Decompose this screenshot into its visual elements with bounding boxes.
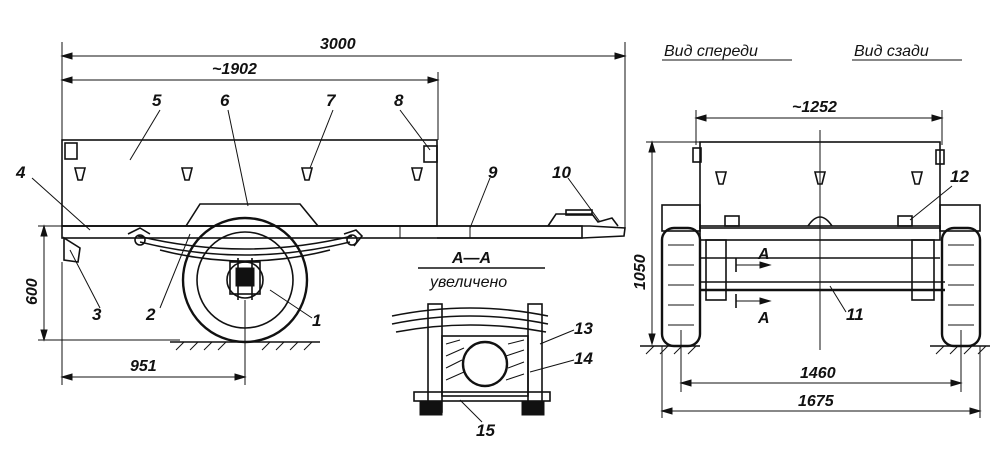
dim-body-width: ~1252 [792,99,837,116]
callout-4: 4 [15,163,26,182]
section-title: А—А [451,250,491,267]
dim-total-length: 3000 [320,36,356,53]
callout-12: 12 [950,167,969,186]
front-view-caption: Вид спереди [664,43,758,60]
rear-view-caption: Вид сзади [854,43,929,60]
dim-track-width: 1460 [800,365,836,382]
dim-wheel-offset: 951 [130,358,157,375]
callout-6: 6 [220,91,230,110]
callout-11: 11 [846,305,864,324]
callout-2: 2 [145,305,156,324]
callout-9: 9 [488,163,498,182]
callout-13: 13 [574,319,593,338]
section-a-a [391,267,575,423]
callout-8: 8 [394,91,404,110]
callout-7: 7 [326,91,337,110]
side-view: 3000 ~1902 [24,36,627,385]
callout-3: 3 [92,305,102,324]
dim-height: 600 [24,278,41,305]
callout-5: 5 [152,91,162,110]
front-rear-view: 1050 [632,59,990,418]
section-note: увеличено [429,274,507,291]
dim-overall-height: 1050 [632,254,649,290]
callout-1: 1 [312,311,321,330]
dim-body-length: ~1902 [212,61,257,78]
section-mark-top: А [757,246,770,263]
section-mark-bottom: А [757,310,770,327]
callout-14: 14 [574,349,593,368]
callout-10: 10 [552,163,571,182]
callout-15: 15 [476,421,495,440]
dim-overall-width: 1675 [798,393,835,410]
